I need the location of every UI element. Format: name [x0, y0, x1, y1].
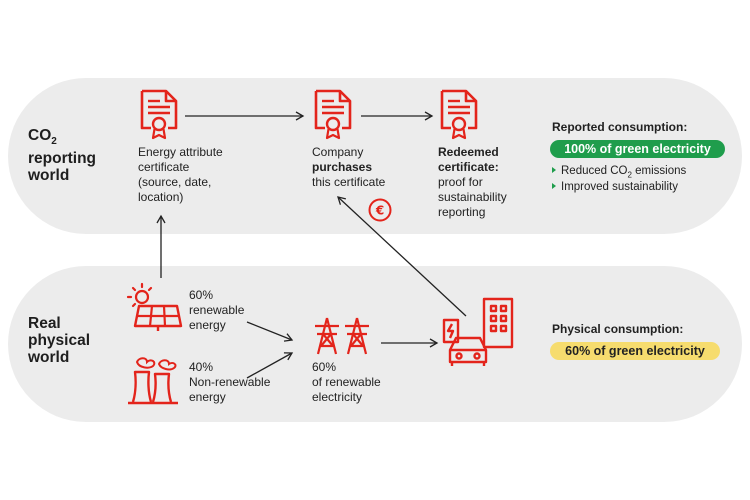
physical-world-label: Real physical world: [28, 315, 91, 366]
certificate-icon: [440, 89, 478, 140]
solar-panel-icon: [126, 282, 183, 331]
nonrenewable-energy-label: 40% Non-renewable energy: [189, 360, 271, 404]
certificate-icon: [140, 89, 178, 140]
arrow-consumer-to-purchase: [337, 196, 467, 317]
arrow-nonrenewable-to-grid: [246, 352, 294, 379]
renewable-energy-label: 60% renewable energy: [189, 288, 245, 332]
grid-electricity-label: 60% of renewable electricity: [312, 360, 381, 404]
reported-consumption-heading: Reported consumption:: [552, 120, 688, 134]
bullet-reduced-emissions: Reduced CO2 emissions: [552, 164, 686, 182]
electric-car-building-icon: [442, 297, 514, 366]
svg-text:€: €: [375, 204, 384, 218]
physical-consumption-pill: 60% of green electricity: [550, 342, 720, 360]
purchase-description: Company purchases this certificate: [312, 145, 386, 189]
transmission-tower-icon: [315, 317, 369, 355]
arrow-renewable-to-grid: [246, 321, 294, 342]
bullet-improved-sustainability: Improved sustainability: [552, 180, 678, 195]
co2-world-label: CO2 reporting world: [28, 127, 97, 185]
reported-consumption-pill: 100% of green electricity: [550, 140, 725, 158]
power-plant-icon: [128, 357, 178, 405]
physical-consumption-heading: Physical consumption:: [552, 322, 684, 336]
euro-coin-icon: €: [368, 198, 392, 222]
certificate-icon: [314, 89, 352, 140]
redeemed-description: Redeemed certificate: proof for sustaina…: [438, 145, 507, 219]
certificate-description: Energy attribute certificate (source, da…: [138, 145, 223, 204]
